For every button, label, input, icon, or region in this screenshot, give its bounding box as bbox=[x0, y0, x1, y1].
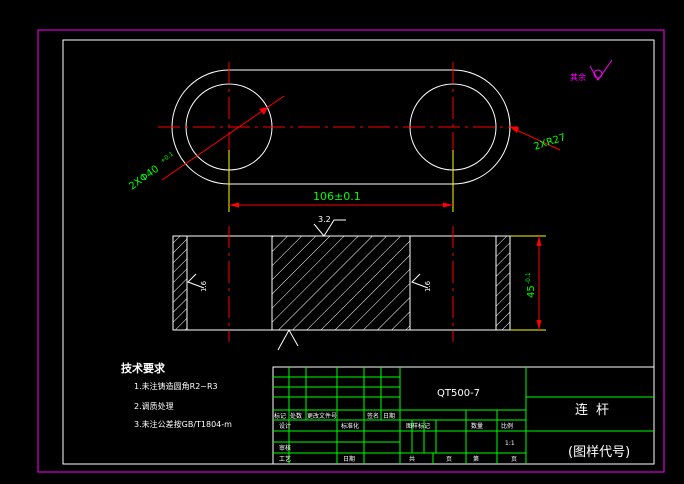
tb-scale-header: 比例 bbox=[501, 422, 513, 430]
material-label: QT500-7 bbox=[437, 388, 480, 399]
tb-sheet-no-unit: 页 bbox=[511, 456, 517, 463]
tb-sheet-total-unit: 页 bbox=[446, 456, 452, 463]
radius-arrow bbox=[510, 127, 519, 133]
tb-quantity: 数量 bbox=[471, 422, 483, 430]
top-view bbox=[158, 62, 561, 212]
tb-standardize: 标准化 bbox=[341, 422, 359, 430]
dim-arrow-left bbox=[229, 202, 239, 208]
height-arrow-top bbox=[536, 236, 542, 246]
roughness-main-icon bbox=[313, 219, 346, 237]
web-hatch bbox=[271, 235, 411, 331]
tb-stage-mark: 图样标记 bbox=[406, 422, 430, 430]
bore-diameter-label: 2XΦ40 bbox=[127, 164, 161, 193]
roughness-main-label: 3.2 bbox=[318, 215, 331, 224]
roughness-right-label: 1.6 bbox=[424, 280, 432, 292]
roughness-left-label: 1.6 bbox=[200, 280, 208, 292]
height-arrow-bottom bbox=[536, 320, 542, 330]
tb-sheet-no: 第 bbox=[473, 455, 479, 463]
tb-process: 工艺 bbox=[279, 455, 291, 463]
part-name: 连杆 bbox=[575, 402, 617, 418]
title-block-grid bbox=[273, 367, 654, 464]
tb-review: 审核 bbox=[279, 444, 291, 452]
radius-leader bbox=[509, 126, 561, 151]
note-item-1: 1.未注铸造圆角R2~R3 bbox=[134, 381, 218, 391]
drawing-code: (图样代号) bbox=[568, 445, 630, 460]
center-distance-label: 106±0.1 bbox=[313, 190, 361, 203]
dim-arrow-right bbox=[443, 202, 453, 208]
radius-label: 2XR27 bbox=[533, 132, 568, 153]
height-label: 45 bbox=[526, 285, 537, 298]
roughness-rest-icon bbox=[589, 59, 613, 81]
section-view bbox=[172, 219, 546, 351]
roughness-rest-label: 其余 bbox=[570, 72, 586, 82]
note-item-3: 3.未注公差按GB/T1804-m bbox=[134, 419, 232, 429]
tb-process-date: 日期 bbox=[343, 455, 355, 463]
roughness-right-icon bbox=[411, 273, 429, 289]
left-wall-hatch bbox=[172, 235, 188, 331]
note-item-2: 2.调质处理 bbox=[134, 401, 174, 411]
bore-diameter-tolerance: +0.1 bbox=[159, 151, 175, 165]
tb-sheet-total: 共 bbox=[409, 455, 415, 463]
notes-title: 技术要求 bbox=[121, 361, 166, 375]
tb-change-doc: 更改文件号 bbox=[307, 412, 337, 420]
right-wall-hatch bbox=[495, 235, 511, 331]
tb-signature: 签名 bbox=[367, 412, 379, 420]
bore-dia-arrow bbox=[259, 107, 268, 115]
tb-mark: 标记 bbox=[274, 412, 286, 420]
tb-design: 设计 bbox=[279, 422, 291, 430]
paper-border bbox=[37, 29, 665, 473]
height-tolerance: -0.1 bbox=[525, 272, 532, 284]
tb-date: 日期 bbox=[383, 412, 395, 420]
title-block bbox=[272, 366, 655, 465]
tb-scale: 1:1 bbox=[505, 440, 515, 447]
machining-mark-icon bbox=[277, 328, 299, 351]
tb-count: 处数 bbox=[290, 412, 302, 420]
roughness-left-icon bbox=[187, 273, 205, 289]
